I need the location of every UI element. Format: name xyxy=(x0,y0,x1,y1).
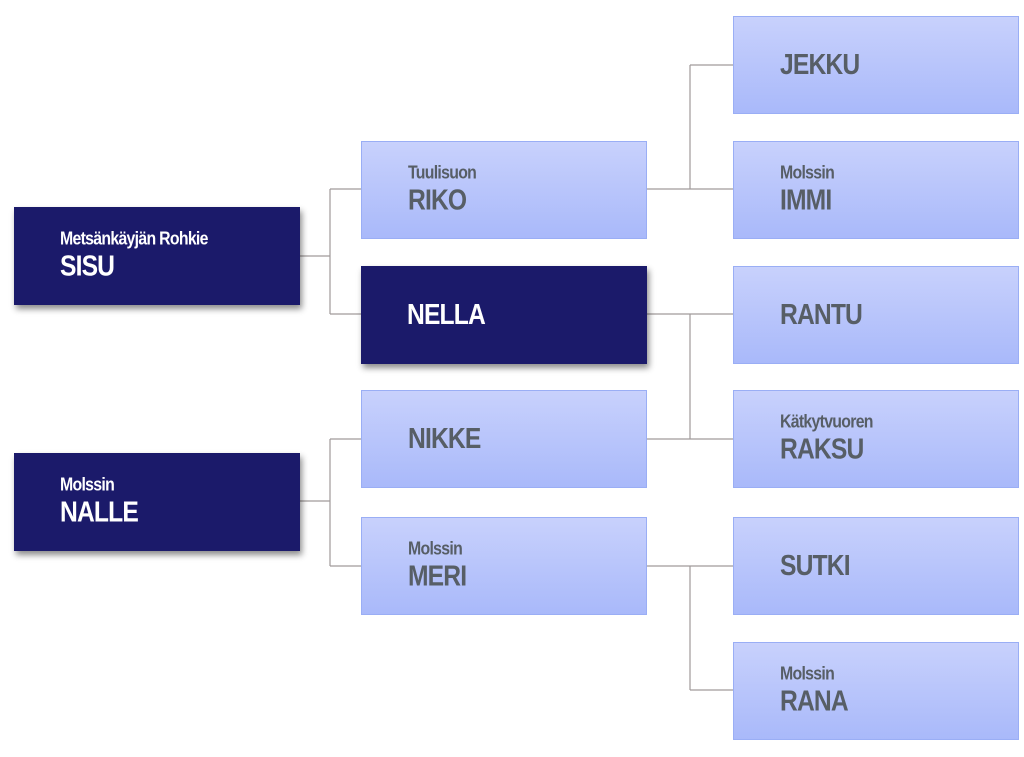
kennel-prefix: Metsänkäyjän Rohkie xyxy=(60,228,208,249)
dog-name: SISU xyxy=(60,250,115,283)
kennel-prefix: Molssin xyxy=(780,162,835,183)
dog-name: IMMI xyxy=(780,184,832,217)
dog-box-dam-sire[interactable]: NIKKE xyxy=(361,390,647,488)
dog-name: SUTKI xyxy=(780,550,851,582)
kennel-prefix: Molssin xyxy=(408,538,463,559)
dog-name: MERI xyxy=(408,560,467,593)
dog-name: RANTU xyxy=(780,299,863,331)
dog-name: NALLE xyxy=(60,496,139,529)
dog-box-g3[interactable]: RANTU xyxy=(733,266,1019,364)
dog-name: RAKSU xyxy=(780,433,864,466)
dog-box-g3[interactable]: SUTKI xyxy=(733,517,1019,615)
dog-box-g3[interactable]: JEKKU xyxy=(733,16,1019,114)
dog-name: JEKKU xyxy=(780,49,860,81)
dog-name: NELLA xyxy=(407,299,486,331)
kennel-prefix: Molssin xyxy=(780,663,835,684)
dog-name: RANA xyxy=(780,685,849,718)
dog-name: RIKO xyxy=(408,184,467,217)
dog-box-sire-dam[interactable]: NELLA xyxy=(361,266,647,364)
kennel-prefix: Kätkytvuoren xyxy=(780,411,873,432)
dog-name: NIKKE xyxy=(408,423,481,455)
kennel-prefix: Molssin xyxy=(60,474,115,495)
kennel-prefix: Tuulisuon xyxy=(408,162,477,183)
